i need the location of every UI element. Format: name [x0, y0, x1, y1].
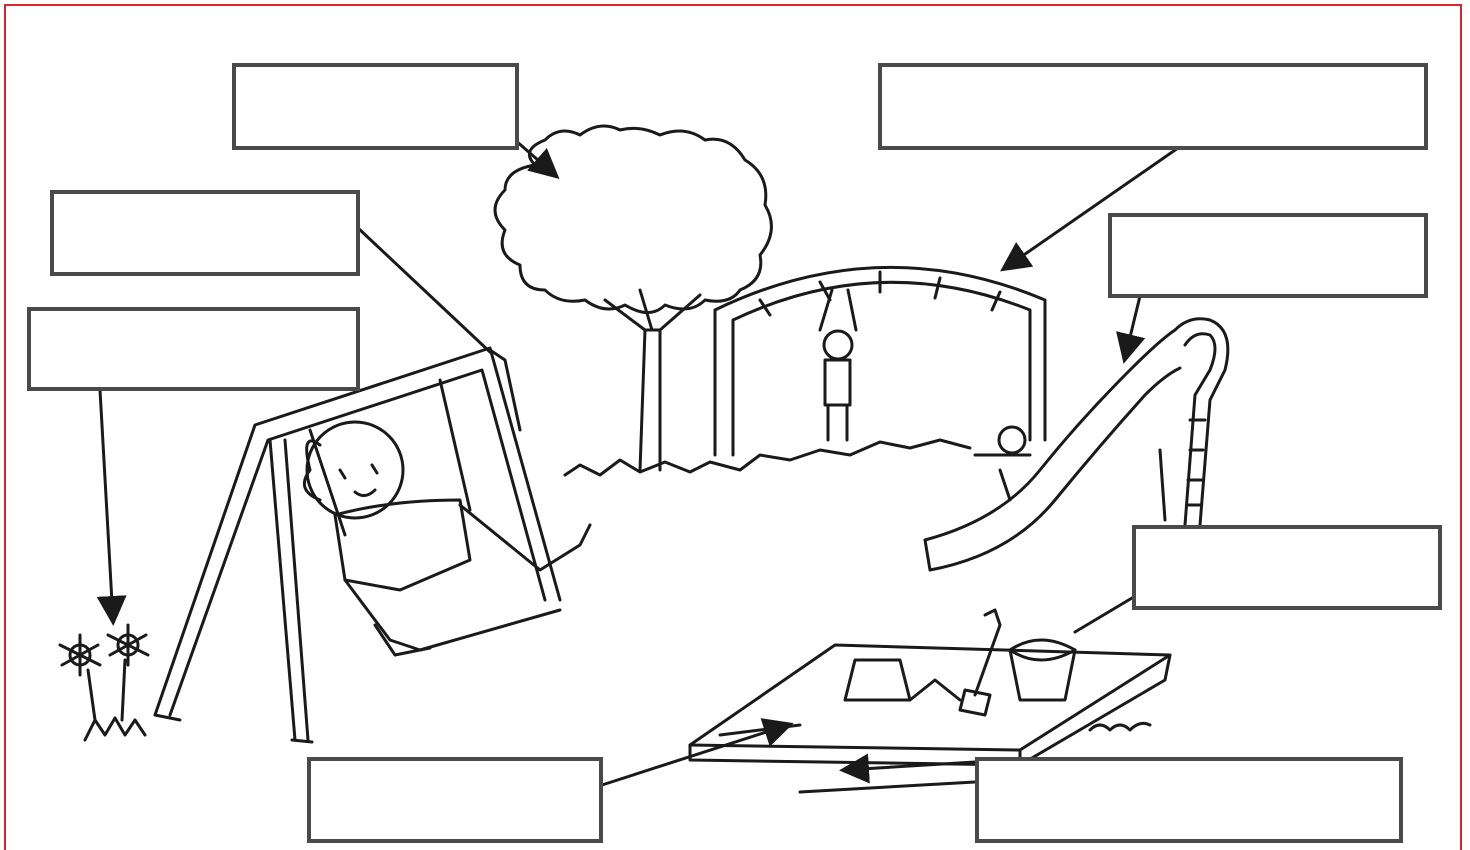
line-bucket [1073, 596, 1134, 634]
connector-lines [96, 138, 1180, 794]
sandbox-drawing [688, 608, 1172, 767]
arrow-sand [839, 753, 977, 784]
arrow-flowers [96, 388, 127, 626]
arrow-monkey-bars [1000, 146, 1180, 272]
arrow-tree [513, 138, 560, 179]
label-box-monkey-bars[interactable] [878, 63, 1428, 150]
label-box-flowers[interactable] [27, 307, 360, 391]
grass-line [563, 438, 972, 477]
arrow-slide [1116, 294, 1146, 364]
swing-set-drawing [153, 346, 592, 744]
flowers-drawing [58, 623, 150, 742]
label-box-slide[interactable] [1108, 213, 1428, 298]
line-swing [356, 226, 492, 354]
tree-drawing [493, 124, 773, 472]
label-box-bucket[interactable] [1132, 525, 1442, 610]
monkey-bars-drawing [713, 265, 1047, 457]
label-box-tree[interactable] [232, 63, 519, 150]
line-sand-lower [798, 780, 977, 794]
label-box-sand[interactable] [975, 757, 1403, 843]
label-box-swing[interactable] [50, 190, 360, 276]
arrow-sandbox [600, 718, 794, 787]
label-box-sandbox[interactable] [307, 757, 603, 843]
slide-drawing [923, 317, 1230, 572]
